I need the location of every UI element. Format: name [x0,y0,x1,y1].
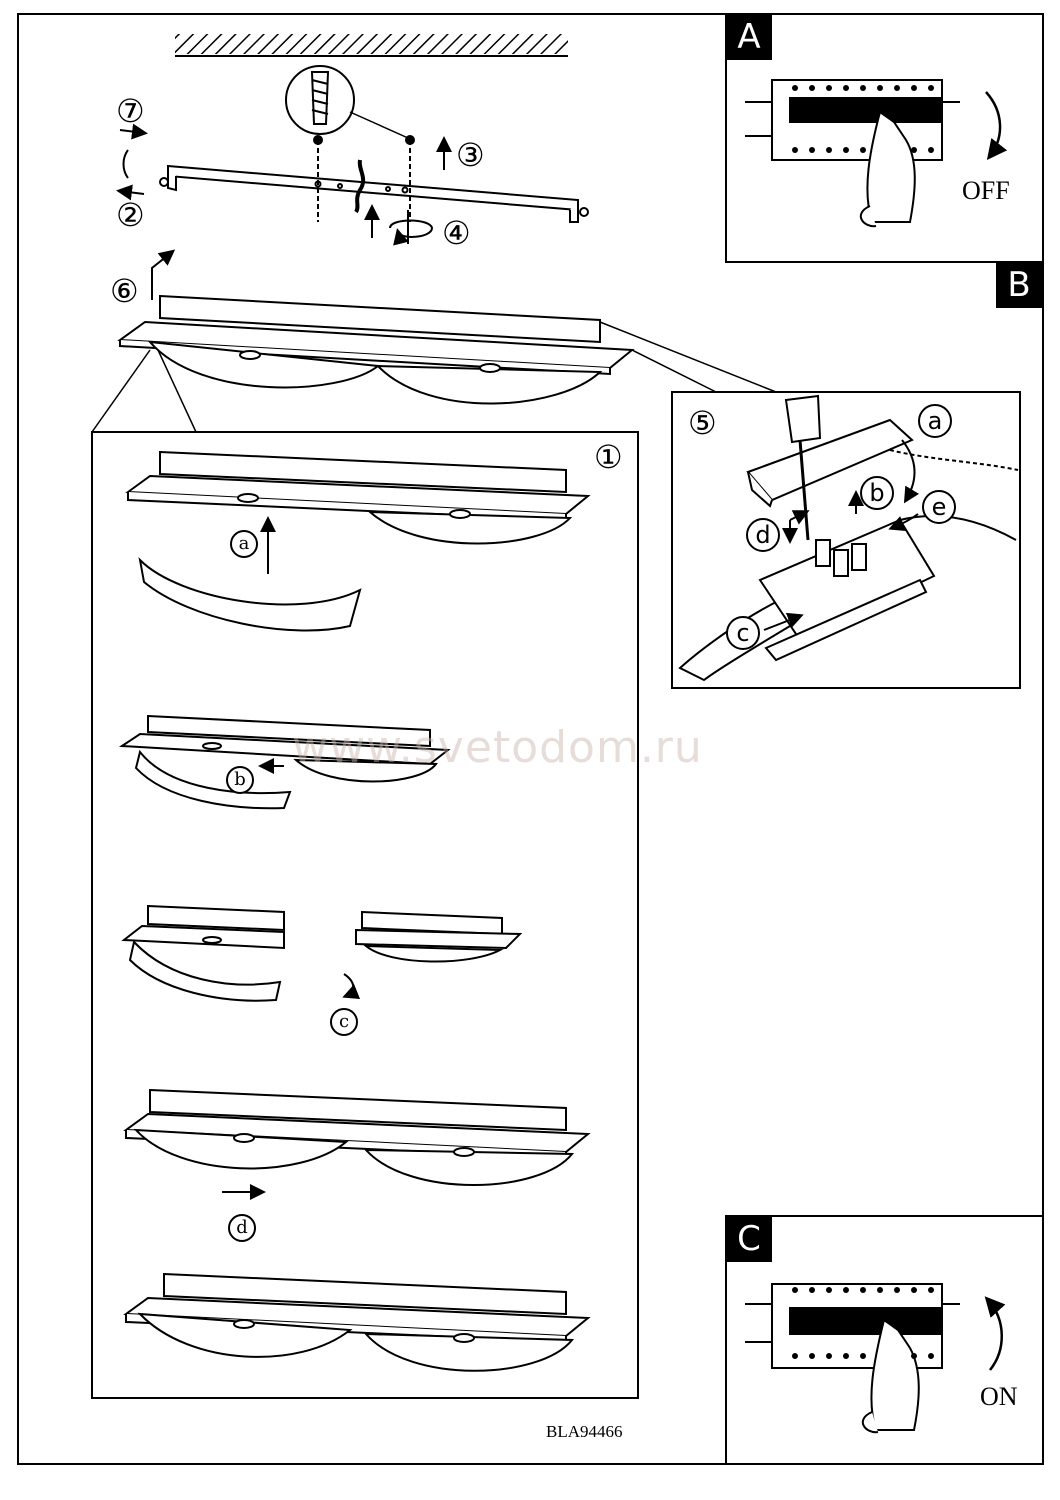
off-label: OFF [962,176,1010,205]
step-5-label: ⑤ [688,405,717,441]
luminaire-assembled [123,1272,591,1372]
bracket-arrows [116,123,452,300]
substep-c: c [330,1008,358,1036]
model-code: BLA94466 [546,1422,623,1441]
callout-d: d [746,518,780,552]
mounting-bracket [159,164,589,223]
callout-c: c [726,616,760,650]
page-frame [17,13,1044,1465]
panel-1-frame [91,431,639,1399]
watermark: www.svetodom.ru [292,722,703,773]
breaker-posts-a [792,85,934,153]
luminaire-step-d [123,1088,591,1200]
step-2-label: ② [116,197,145,233]
breaker-switches-off [745,79,960,228]
wall-plug-detail [285,65,409,139]
zoom-lines [91,321,777,433]
breaker-switches-on [745,1283,960,1434]
step-7-label: ⑦ [116,93,145,129]
turn-on-arrow [984,1296,1006,1371]
callout-a: a [918,404,952,438]
step-3-label: ③ [456,137,485,173]
panel-a-frame [725,13,1044,263]
panel-c-label: C [726,1216,772,1262]
luminaire-step-c [121,904,523,1002]
ceiling-hatch [175,34,568,57]
luminaire-step-a [125,450,591,632]
supply-cable [354,159,366,214]
on-label: ON [980,1382,1018,1411]
callout-e: e [922,490,956,524]
step-6-label: ⑥ [110,273,139,309]
step-1-label: ① [594,439,623,475]
breaker-posts-c [792,1287,934,1359]
callout-b: b [860,476,894,510]
ceiling-screws [313,135,415,222]
substep-d: d [228,1214,256,1242]
turn-off-arrow [985,91,1008,160]
step-4-label: ④ [442,215,471,251]
panel-b-label: B [996,262,1042,308]
panel-a-label: A [726,14,772,60]
luminaire-main [117,294,635,405]
substep-a: a [230,530,258,558]
substep-b: b [226,766,254,794]
panel-c-frame [725,1215,1044,1465]
terminal-arrows [763,439,920,631]
luminaire-step-b [118,714,451,810]
panel-b-frame [671,391,1021,689]
